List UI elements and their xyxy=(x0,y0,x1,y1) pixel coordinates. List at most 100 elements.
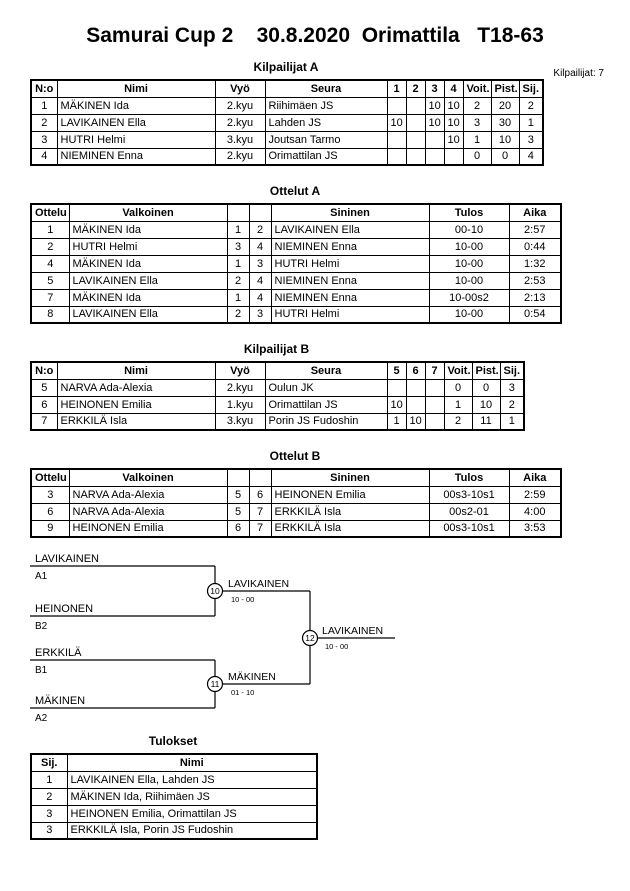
header-cell: Valkoinen xyxy=(68,468,228,487)
cell: LAVIKAINEN Ella xyxy=(56,113,216,132)
cell: 4 xyxy=(248,288,272,307)
cell: MÄKINEN Ida xyxy=(68,254,228,273)
ottelut-a-heading: Ottelut A xyxy=(269,184,321,198)
header-cell: Valkoinen xyxy=(68,203,228,222)
cell: 0 xyxy=(490,147,520,166)
cell: 2 xyxy=(30,237,70,256)
cell: NARVA Ada-Alexia xyxy=(68,485,228,504)
header-cell: Sij. xyxy=(30,753,68,772)
cell: 2 xyxy=(518,96,544,115)
header-cell: Nimi xyxy=(56,361,216,380)
header-cell: Sininen xyxy=(270,203,430,222)
cell: 3 xyxy=(248,305,272,324)
header-cell: N:o xyxy=(30,361,58,380)
cell: HUTRI Helmi xyxy=(270,305,430,324)
cell: 2.kyu xyxy=(214,113,266,132)
bracket-semi1-top-name: LAVIKAINEN xyxy=(35,553,99,565)
cell: 2 xyxy=(248,220,272,239)
cell: 6 xyxy=(226,519,250,538)
cell: 3 xyxy=(499,378,525,397)
cell: 2 xyxy=(226,271,250,290)
cell: HUTRI Helmi xyxy=(68,237,228,256)
header-cell: 6 xyxy=(405,361,426,380)
header-cell: Aika xyxy=(508,203,562,222)
cell: 1 xyxy=(499,412,525,431)
cell: 7 xyxy=(30,288,70,307)
cell: 11 xyxy=(471,412,501,431)
cell: 30 xyxy=(490,113,520,132)
cell: 10-00 xyxy=(428,254,510,273)
bracket-semi1-winner: LAVIKAINEN xyxy=(228,578,289,590)
bracket-match-10-circle xyxy=(206,582,224,600)
cell: NIEMINEN Enna xyxy=(270,288,430,307)
cell: 10 xyxy=(405,412,426,431)
cell: 10-00s2 xyxy=(428,288,510,307)
cell: MÄKINEN Ida xyxy=(68,288,228,307)
cell: ERKKILÄ Isla xyxy=(270,519,430,538)
cell: 1:32 xyxy=(508,254,562,273)
cell xyxy=(386,96,407,115)
cell: 7 xyxy=(248,502,272,521)
cell xyxy=(386,130,407,149)
cell: ERKKILÄ Isla xyxy=(270,502,430,521)
cell xyxy=(424,378,445,397)
header-cell: Ottelu xyxy=(30,468,70,487)
bracket-semi1-bottom-name: HEINONEN xyxy=(35,603,93,615)
cell: 0 xyxy=(471,378,501,397)
bracket-semi2-bottom-seed: A2 xyxy=(35,713,48,724)
cell: 6 xyxy=(30,395,58,414)
cell: 4 xyxy=(518,147,544,166)
bracket-final-winner: LAVIKAINEN xyxy=(322,625,383,637)
cell: 10 xyxy=(424,113,445,132)
cell: 3 xyxy=(518,130,544,149)
cell xyxy=(405,130,426,149)
cell: LAVIKAINEN Ella xyxy=(270,220,430,239)
header-cell: Aika xyxy=(508,468,562,487)
header-cell: Seura xyxy=(264,79,388,98)
cell: 5 xyxy=(226,485,250,504)
cell: 2 xyxy=(30,113,58,132)
cell: 2:13 xyxy=(508,288,562,307)
cell: 4 xyxy=(30,254,70,273)
cell: 5 xyxy=(226,502,250,521)
bracket-semi1-top-seed: A1 xyxy=(35,571,48,582)
cell xyxy=(405,113,426,132)
cell: 3.kyu xyxy=(214,130,266,149)
cell: 10 xyxy=(386,395,407,414)
cell: 2 xyxy=(443,412,473,431)
cell xyxy=(424,130,445,149)
cell: 2.kyu xyxy=(214,147,266,166)
cell: 1 xyxy=(30,770,68,789)
kilpailijat-b-heading: Kilpailijat B xyxy=(243,342,310,356)
cell: NIEMINEN Enna xyxy=(270,271,430,290)
cell: 2 xyxy=(226,305,250,324)
cell: 1 xyxy=(443,395,473,414)
cell xyxy=(443,147,464,166)
bracket-semi2-top-seed: B1 xyxy=(35,665,48,676)
cell: 1 xyxy=(30,96,58,115)
cell: 2 xyxy=(30,787,68,806)
cell: LAVIKAINEN Ella xyxy=(68,305,228,324)
cell: Lahden JS xyxy=(264,113,388,132)
bracket-semi2-score: 01 - 10 xyxy=(231,688,254,697)
header-cell: Sininen xyxy=(270,468,430,487)
cell: 10-00 xyxy=(428,305,510,324)
cell: 1 xyxy=(226,220,250,239)
